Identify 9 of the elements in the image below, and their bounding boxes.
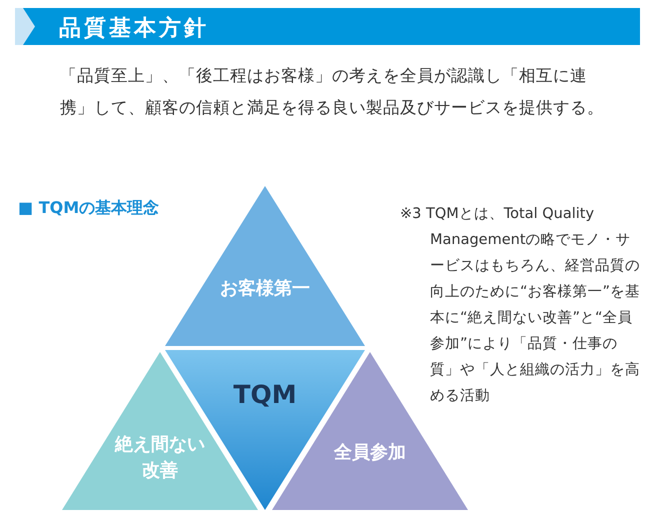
footnote-text: ※3 TQMとは、Total Quality Managementの略でモノ・サービスはもちろん、経営品質の向上のために“お客様第一”を基本に“絶え間ない改善”と“全員参加”により「品質・仕事の質」や「人と組織の活力」を高める活動 bbox=[400, 205, 642, 406]
segment-label: TQM bbox=[232, 382, 298, 408]
section-heading: ■ TQMの基本理念 bbox=[18, 198, 160, 219]
banner-title: 品質基本方針 bbox=[59, 14, 209, 43]
segment-label: 絶え間ない改善 bbox=[114, 433, 206, 483]
triangle-segment bbox=[165, 186, 365, 346]
segment-label: 全員参加 bbox=[332, 441, 407, 465]
segment-label: お客様第一 bbox=[219, 277, 311, 301]
policy-paragraph: 「品質至上」、「後工程はお客様」の考えを全員が認識し「相互に連携」して、顧客の信頼と満足を得る良い製品及びサービスを提供する。 bbox=[60, 65, 605, 119]
